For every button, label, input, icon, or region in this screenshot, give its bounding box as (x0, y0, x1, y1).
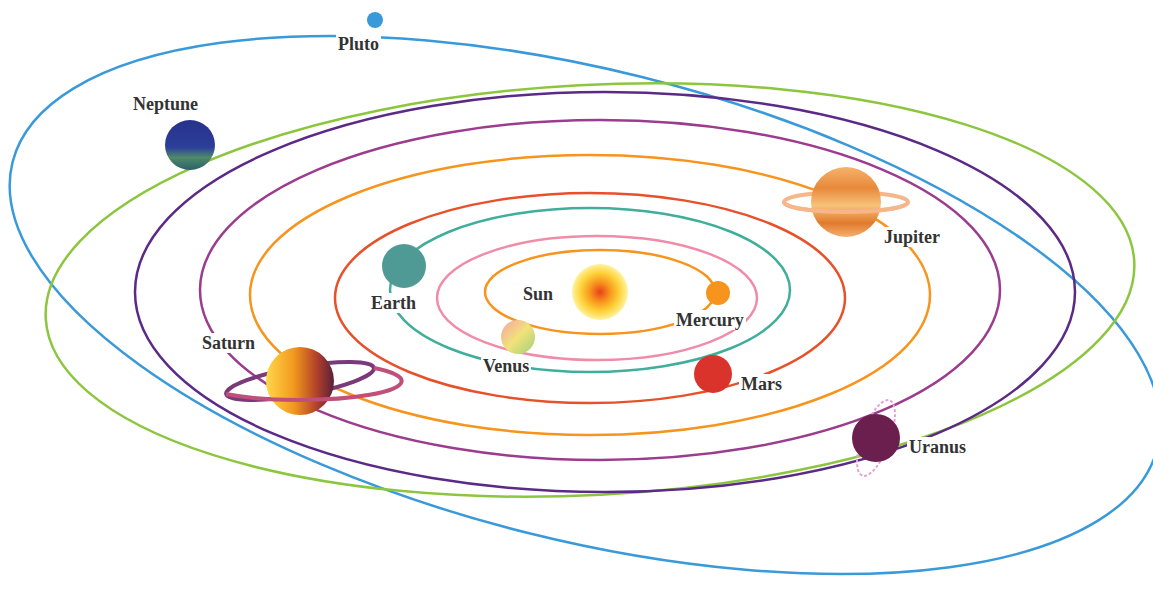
planet-label: Venus (481, 356, 531, 376)
planet-label: Neptune (131, 94, 200, 114)
planet-label: Sun (521, 284, 555, 304)
planet-label: Saturn (200, 333, 257, 353)
planet-label: Earth (369, 293, 418, 313)
planet-label: Jupiter (882, 227, 942, 247)
planet-label: Mercury (674, 310, 746, 330)
planet-label: Pluto (336, 34, 381, 54)
planet-label: Uranus (907, 437, 968, 457)
planet-label: Mars (739, 374, 784, 394)
